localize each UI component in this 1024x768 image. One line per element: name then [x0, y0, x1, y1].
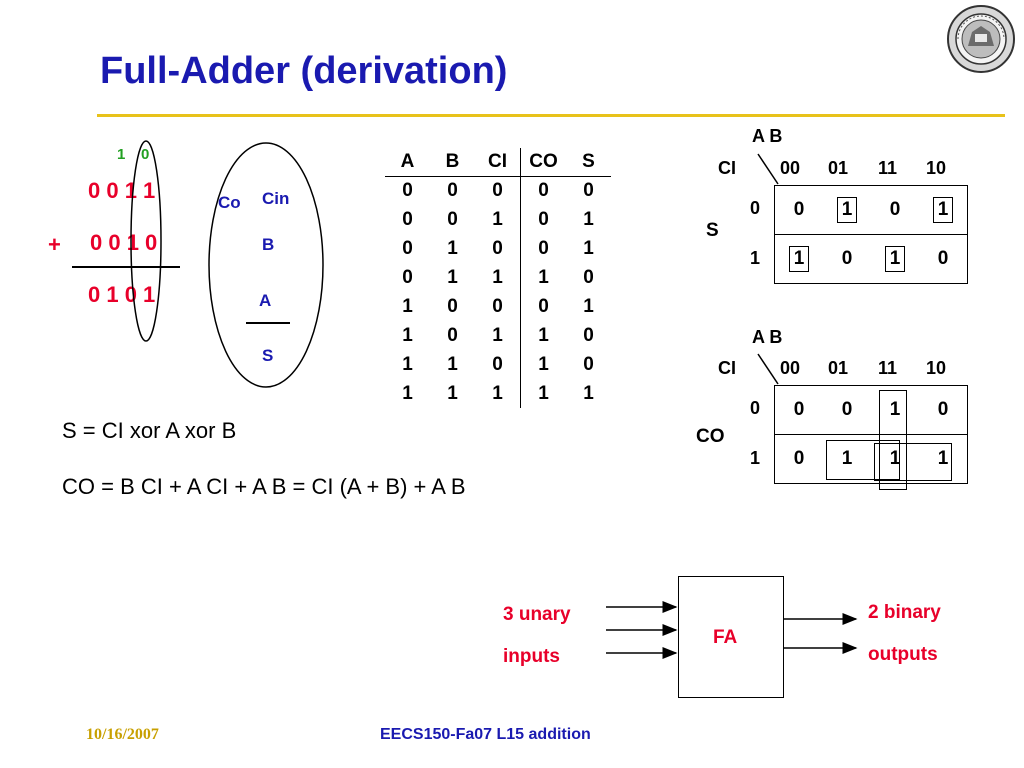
kmap-s-row-label: 1 [750, 248, 761, 268]
kmap-co-col-label: 11 [878, 358, 898, 378]
kmap-co-col-label: 10 [926, 358, 947, 378]
label-s: S [262, 346, 274, 365]
sum-line-small [246, 322, 290, 324]
label-cin: Cin [262, 189, 290, 208]
kmap-co-row-label: 1 [750, 448, 761, 468]
carry-1: 1 [117, 146, 126, 163]
kmap-s-col-label: 10 [926, 158, 947, 178]
kmap-co-row-label: 0 [750, 398, 761, 418]
fa-label: FA [713, 627, 738, 648]
carry-0: 0 [141, 146, 150, 163]
kmap-s-col-var: A B [752, 126, 783, 146]
kmap-co-col-var: A B [752, 327, 783, 347]
title-underline [97, 114, 1005, 117]
bit-slice-oval [208, 142, 324, 388]
kmap-s-row-var: CI [718, 158, 736, 178]
carry-equation: CO = B CI + A CI + A B = CI (A + B) + A … [62, 474, 466, 499]
kmap-s-corner-line [757, 153, 779, 185]
kmap-co-row-var: CI [718, 358, 736, 378]
footer-date: 10/16/2007 [86, 726, 159, 743]
inputs-label-line2: inputs [503, 646, 560, 667]
header-a: A [400, 151, 415, 172]
input-arrows [606, 601, 678, 659]
kmap-s-col-label: 01 [828, 158, 849, 178]
plus-sign: + [48, 232, 61, 257]
kmap-s-col-label: 11 [878, 158, 898, 178]
header-b: B [445, 151, 460, 172]
kmap-s-col-label: 00 [780, 158, 801, 178]
sum-line [72, 266, 180, 268]
group-b-ci [826, 440, 900, 480]
kmap-co-corner-line [757, 353, 779, 385]
group-a-ci [874, 443, 952, 481]
inputs-label-line1: 3 unary [503, 604, 571, 625]
sum-result: 0 1 0 1 [88, 282, 156, 307]
kmap-s-output: S [706, 220, 719, 241]
outputs-label-line2: outputs [868, 644, 938, 665]
university-seal-icon [947, 5, 1015, 73]
kmap-co-col-label: 01 [828, 358, 849, 378]
label-a: A [259, 291, 272, 310]
header-co: CO [520, 148, 566, 177]
kmap-s-grid: 0 1 0 1 1 0 1 0 [774, 185, 968, 284]
header-ci: CI [488, 151, 507, 172]
addend-1: 0 0 1 1 [88, 178, 156, 203]
kmap-co-output: CO [696, 426, 725, 447]
column-oval [130, 140, 162, 342]
kmap-co-col-label: 00 [780, 358, 801, 378]
outputs-label-line1: 2 binary [868, 602, 941, 623]
label-b: B [262, 235, 275, 254]
truth-table-header: A B CI CO S [385, 148, 611, 177]
output-arrows [784, 613, 858, 654]
header-s: S [582, 151, 595, 172]
page-title: Full-Adder (derivation) [100, 50, 508, 92]
kmap-s-row-label: 0 [750, 198, 761, 218]
sum-equation: S = CI xor A xor B [62, 418, 237, 443]
fa-block [678, 576, 784, 698]
footer-course: EECS150-Fa07 L15 addition [380, 726, 591, 743]
label-co: Co [218, 193, 241, 212]
addend-2: 0 0 1 0 [90, 230, 158, 255]
